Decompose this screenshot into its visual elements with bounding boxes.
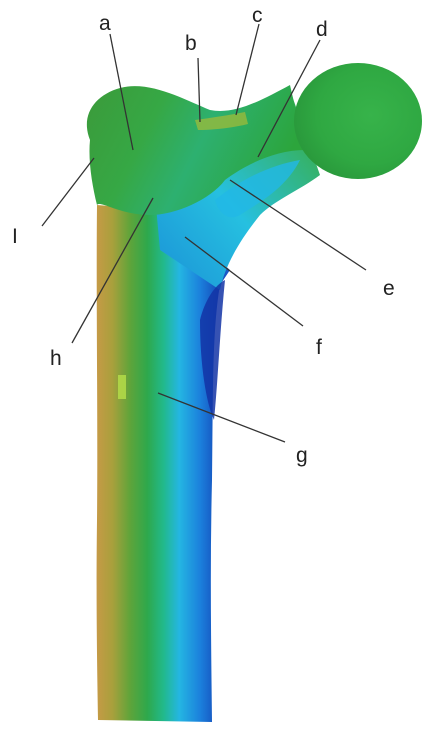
femur-model xyxy=(87,63,422,722)
label-h: h xyxy=(50,347,62,370)
lateral-highlight xyxy=(118,375,126,399)
label-b: b xyxy=(185,32,197,55)
leader-c xyxy=(236,24,259,115)
label-g: g xyxy=(296,444,308,467)
label-d: d xyxy=(316,18,328,41)
leader-i xyxy=(42,158,94,226)
label-f: f xyxy=(316,336,322,359)
label-a: a xyxy=(99,12,111,35)
femoral-head xyxy=(294,63,422,179)
label-c: c xyxy=(252,4,263,27)
label-i: I xyxy=(12,225,18,248)
label-e: e xyxy=(383,277,395,300)
